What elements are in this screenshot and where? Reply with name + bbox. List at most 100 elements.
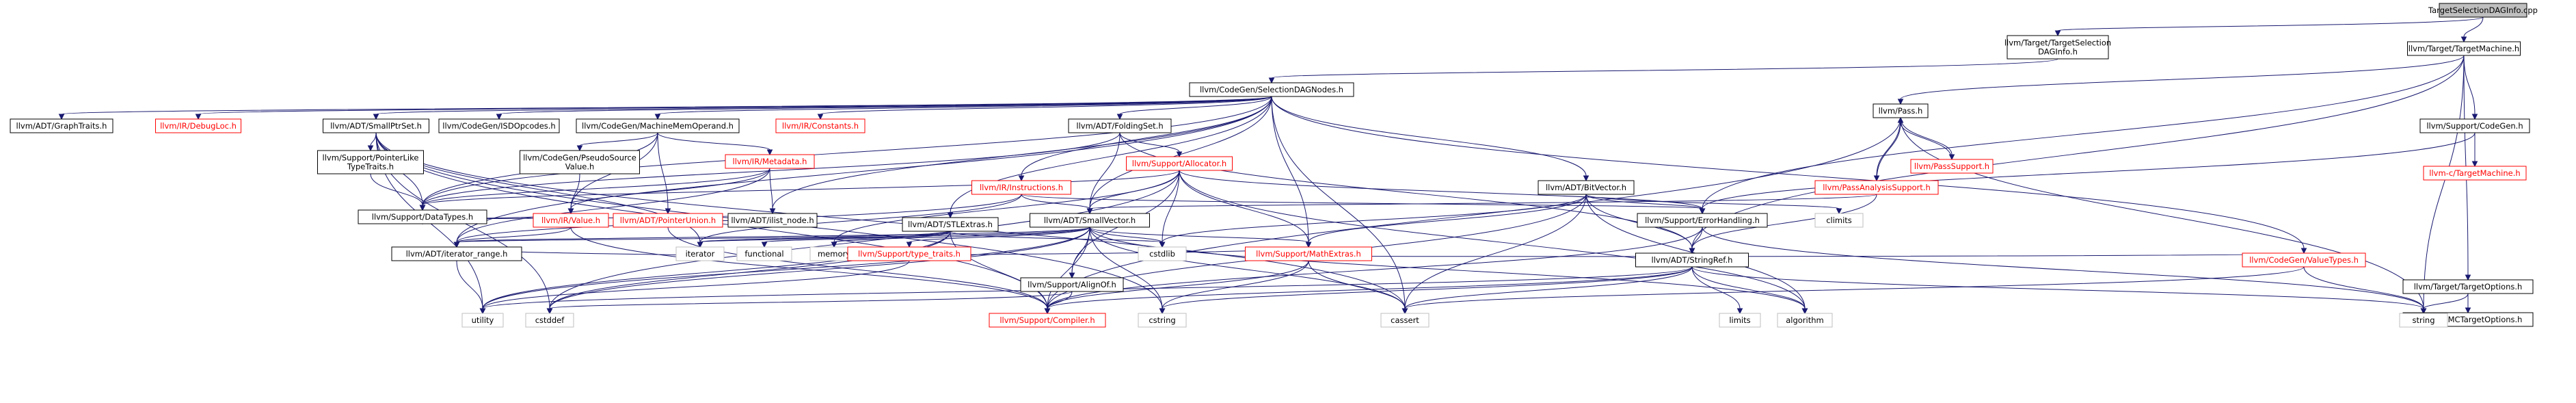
node-cassert: cassert [1380, 313, 1430, 328]
edge-stlextras-to-compiler [950, 231, 1051, 315]
node-label: algorithm [1786, 315, 1824, 325]
node-llvm-support-mathextras-h[interactable]: llvm/Support/MathExtras.h [1245, 246, 1372, 261]
edge-mmo-to-metadata [657, 132, 773, 156]
node-llvm-support-datatypes-h[interactable]: llvm/Support/DataTypes.h [358, 209, 487, 224]
node-llvm-support-errorhandling-h[interactable]: llvm/Support/ErrorHandling.h [1637, 213, 1768, 228]
node-llvm-codegen-isdopcodes-h[interactable]: llvm/CodeGen/ISDOpcodes.h [438, 118, 560, 133]
node-label: limits [1729, 315, 1750, 325]
edge-metadata-to-datatypes [419, 168, 770, 211]
edge-smallvector-to-memory [831, 226, 1090, 248]
node-label: llvm/Pass.h [1879, 106, 1923, 116]
node-label: llvm/Target/TargetOptions.h [2414, 282, 2523, 291]
edges-layer [58, 16, 2484, 327]
node-llvm-passsupport-h[interactable]: llvm/PassSupport.h [1910, 159, 1994, 174]
node-functional: functional [736, 246, 792, 261]
node-llvm-support-compiler-h[interactable]: llvm/Support/Compiler.h [989, 313, 1106, 328]
edge-tm-to-errorhandling [1699, 55, 2465, 215]
edge-bitvector-to-climits [1585, 194, 1842, 215]
node-label: llvm/ADT/PointerUnion.h [620, 216, 716, 225]
edge-sdn-to-debugloc [195, 96, 1272, 120]
node-label: llvm/ADT/BitVector.h [1546, 183, 1626, 192]
node-label: llvm/ADT/SmallVector.h [1044, 216, 1136, 225]
node-llvm-codegen-machinememoperand-h[interactable]: llvm/CodeGen/MachineMemOperand.h [576, 118, 740, 133]
node-llvm-adt-stringref-h[interactable]: llvm/ADT/StringRef.h [1635, 252, 1749, 268]
edge-tm-to-string [2420, 55, 2465, 315]
node-llvm-target-targetselection-daginfo-h[interactable]: llvm/Target/TargetSelectionDAGInfo.h [2004, 35, 2111, 60]
edge-stringref-to-string [1691, 266, 2427, 315]
edge-stringref-to-limits [1691, 266, 1743, 315]
node-label: utility [472, 315, 494, 325]
edge-smallvector-to-typetraits [906, 226, 1090, 248]
node-llvm-target-targetmachine-h[interactable]: llvm/Target/TargetMachine.h [2407, 41, 2521, 56]
node-label: llvm/CodeGen/ValueTypes.h [2249, 255, 2359, 265]
node-label: llvm/CodeGen/MachineMemOperand.h [582, 121, 734, 131]
node-llvm-adt-bitvector-h[interactable]: llvm/ADT/BitVector.h [1538, 180, 1635, 195]
node-llvm-c-targetmachine-h[interactable]: llvm-c/TargetMachine.h [2423, 166, 2527, 181]
node-llvm-target-targetoptions-h[interactable]: llvm/Target/TargetOptions.h [2402, 279, 2534, 294]
node-label: llvm/Support/CodeGen.h [2426, 121, 2523, 131]
node-label: llvm/CodeGen/PseudoSource [523, 153, 636, 163]
node-cstring: cstring [1138, 313, 1187, 328]
edge-allocator-to-algorithm [1179, 170, 1808, 315]
edge-passanalysis-to-smallvector [1086, 194, 1877, 215]
node-label: llvm/IR/DebugLoc.h [160, 121, 237, 131]
node-llvm-ir-metadata-h[interactable]: llvm/IR/Metadata.h [725, 154, 815, 169]
node-llvm-ir-constants-h[interactable]: llvm/IR/Constants.h [775, 118, 866, 133]
node-label: llvm/Support/MathExtras.h [1256, 249, 1361, 259]
node-llvm-passanalysissupport-h[interactable]: llvm/PassAnalysisSupport.h [1814, 180, 1939, 195]
node-string: string [2399, 313, 2448, 328]
edge-sdn-to-mmo [654, 96, 1272, 120]
node-label: llvm/Support/DataTypes.h [372, 212, 473, 222]
node-cstdlib: cstdlib [1138, 246, 1187, 261]
edge-sdn-to-smallptrset [373, 96, 1272, 120]
node-llvm-codegen-valuetypes-h[interactable]: llvm/CodeGen/ValueTypes.h [2242, 252, 2366, 268]
edge-errorhandling-to-stringref [1689, 226, 1703, 255]
edge-smallvector-to-mathextras [1089, 226, 1312, 248]
edge-supportcodegen-to-errorhandling [1699, 132, 2476, 215]
node-llvm-support-alignof-h[interactable]: llvm/Support/AlignOf.h [1020, 277, 1124, 292]
node-label: llvm/PassAnalysisSupport.h [1823, 183, 1931, 192]
node-llvm-pass-h[interactable]: llvm/Pass.h [1873, 103, 1929, 118]
node-iterator: iterator [675, 246, 725, 261]
node-llvm-ir-debugloc-h[interactable]: llvm/IR/DebugLoc.h [155, 118, 241, 133]
edge-stringref-to-algorithm [1691, 266, 1808, 315]
node-label: Value.h [565, 162, 595, 172]
edge-foldingset-to-allocator [1119, 132, 1183, 158]
edge-pass-to-passanalysis [1873, 117, 1901, 182]
node-label: memory [818, 249, 850, 259]
node-llvm-codegen-selectiondagnodes-h[interactable]: llvm/CodeGen/SelectionDAGNodes.h [1189, 82, 1354, 97]
edge-tm-to-pass [1897, 55, 2465, 105]
node-llvm-adt-smallptrset-h[interactable]: llvm/ADT/SmallPtrSet.h [323, 118, 429, 133]
edge-pointerlike-to-datatypes [370, 173, 426, 211]
nodes-layer: TargetSelectionDAGInfo.cpp llvm/Target/Ta… [10, 3, 2538, 328]
edge-mmo-to-pointerunion [657, 132, 671, 215]
node-label: string [2412, 315, 2434, 325]
edge-smallvector-to-iterator [697, 226, 1090, 248]
node-llvm-adt-ilist-node-h[interactable]: llvm/ADT/ilist_node.h [727, 213, 818, 228]
node-llvm-ir-instructions-h[interactable]: llvm/IR/Instructions.h [971, 180, 1071, 195]
node-llvm-support-allocator-h[interactable]: llvm/Support/Allocator.h [1126, 156, 1233, 171]
node-llvm-ir-value-h[interactable]: llvm/IR/Value.h [533, 213, 609, 228]
node-label: llvm/IR/Value.h [541, 216, 600, 225]
node-llvm-adt-foldingset-h[interactable]: llvm/ADT/FoldingSet.h [1068, 118, 1172, 133]
node-llvm-adt-stlextras-h[interactable]: llvm/ADT/STLExtras.h [902, 217, 999, 232]
node-label: llvm/ADT/ilist_node.h [731, 216, 814, 225]
node-llvm-support-codegen-h[interactable]: llvm/Support/CodeGen.h [2419, 118, 2530, 133]
edge-errorhandling-to-string [1702, 226, 2427, 315]
node-memory: memory [809, 246, 859, 261]
node-llvm-support-type-traits-h[interactable]: llvm/Support/type_traits.h [847, 246, 971, 261]
node-label: llvm/IR/Metadata.h [733, 157, 807, 166]
node-llvm-adt-pointerunion-h[interactable]: llvm/ADT/PointerUnion.h [613, 213, 723, 228]
edge-root-to-tm [2460, 16, 2484, 43]
node-llvm-adt-iterator-range-h[interactable]: llvm/ADT/iterator_range.h [391, 246, 522, 261]
node-llvm-adt-graphtraits-h[interactable]: llvm/ADT/GraphTraits.h [10, 118, 113, 133]
node-label: DAGInfo.h [2038, 47, 2078, 57]
edge-tm-to-stringref [1689, 55, 2465, 255]
edge-sdn-to-constants [817, 96, 1272, 120]
node-label: cstdlib [1149, 249, 1175, 259]
node-label: llvm/IR/Instructions.h [980, 183, 1063, 192]
node-llvm-adt-smallvector-h[interactable]: llvm/ADT/SmallVector.h [1030, 213, 1150, 228]
node-targetselectiondaginfo-cpp: TargetSelectionDAGInfo.cpp [2428, 3, 2538, 18]
